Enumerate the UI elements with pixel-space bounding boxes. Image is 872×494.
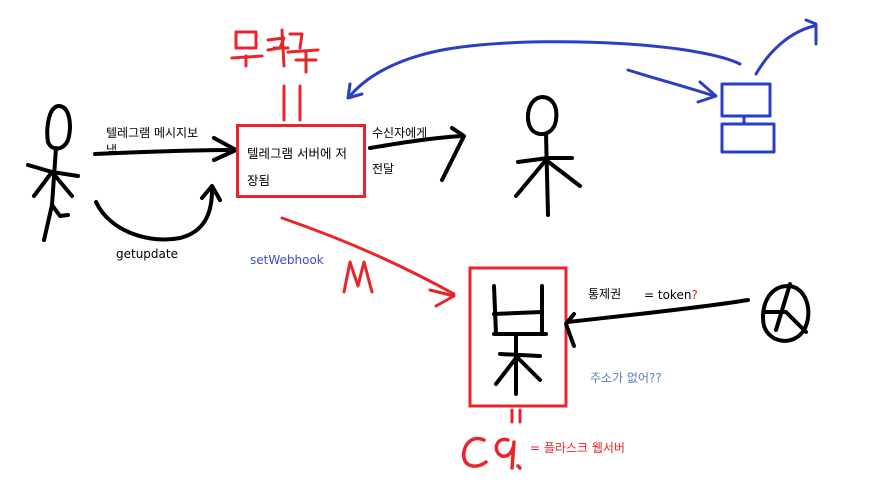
- server-label-line1: 텔레그램 서버에 저: [247, 146, 347, 161]
- getupdate-label: getupdate: [116, 247, 178, 261]
- flask-inner-figure: [492, 284, 548, 396]
- sender-stick-figure: [26, 104, 80, 242]
- blue-to-computer-arrow: [626, 68, 718, 104]
- token-question: ?: [691, 288, 698, 302]
- forward-arrow: [368, 126, 466, 182]
- server-label-line2: 장됨: [247, 173, 271, 188]
- token-text: = token: [644, 288, 692, 302]
- flask-server-box: [468, 266, 568, 424]
- no-address-label: 주소가 없어??: [590, 371, 662, 385]
- control-label: 통제권: [588, 287, 622, 301]
- handwritten-c9: [461, 436, 522, 470]
- handwritten-post-office: [230, 28, 320, 74]
- user-message-line2: 냄: [106, 143, 118, 157]
- user-message-line1: 텔레그램 메시지보: [106, 126, 199, 140]
- setwebhook-label: setWebhook: [250, 253, 324, 267]
- forward-line1: 수신자에게: [372, 126, 428, 140]
- getupdate-arrow: [94, 184, 222, 242]
- blue-arc-arrow: [346, 40, 742, 100]
- receiver-stick-figure: [514, 95, 582, 217]
- controller-figure: [761, 282, 811, 343]
- computer-icon: [720, 82, 776, 154]
- flask-label: = 플라스크 웹서버: [530, 441, 625, 455]
- webhook-arrow: [280, 216, 456, 308]
- telegram-server-box: [236, 124, 366, 198]
- blue-upright-arrow: [754, 18, 818, 76]
- server-box-label: 텔레그램 서버에 저 장됨: [247, 140, 372, 194]
- user-message-label: 텔레그램 메시지보 냄: [106, 125, 198, 159]
- red-connector-top: [282, 84, 302, 122]
- handwritten-m: [342, 260, 374, 294]
- control-arrow: [564, 298, 750, 348]
- token-label: = token?: [644, 287, 698, 304]
- forward-label: 수신자에게 전달: [372, 115, 427, 187]
- forward-line2: 전달: [372, 162, 395, 176]
